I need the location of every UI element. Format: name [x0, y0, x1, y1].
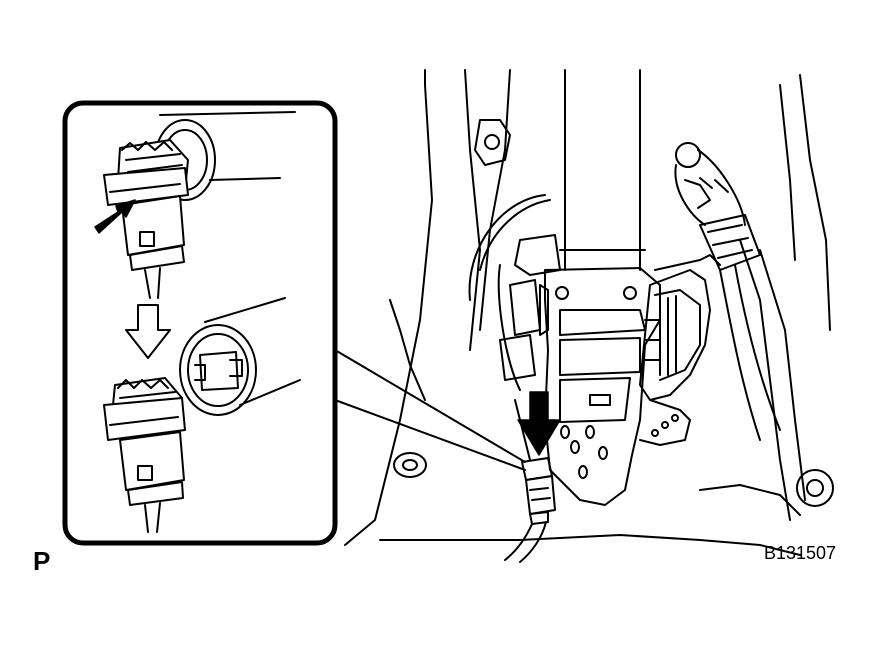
- bottom-cylinder: [179, 297, 301, 416]
- bottom-connector: [103, 377, 186, 533]
- top-connector: [103, 139, 189, 299]
- figure-corner-letter: P: [33, 546, 51, 576]
- seat-belt-webbing: [559, 69, 646, 271]
- down-arrow-icon: [125, 304, 171, 359]
- pull-arrow-icon: [94, 199, 136, 234]
- upper-connector: [674, 142, 781, 441]
- figure-code-label: B131507: [764, 543, 837, 563]
- detail-callout-box: [62, 100, 338, 546]
- removal-arrow-icon: [517, 391, 561, 456]
- pretensioner-connector: [504, 457, 556, 563]
- callout-leader: [334, 349, 526, 471]
- retractor-spool: [639, 254, 721, 446]
- vehicle-body-panel: [344, 69, 834, 556]
